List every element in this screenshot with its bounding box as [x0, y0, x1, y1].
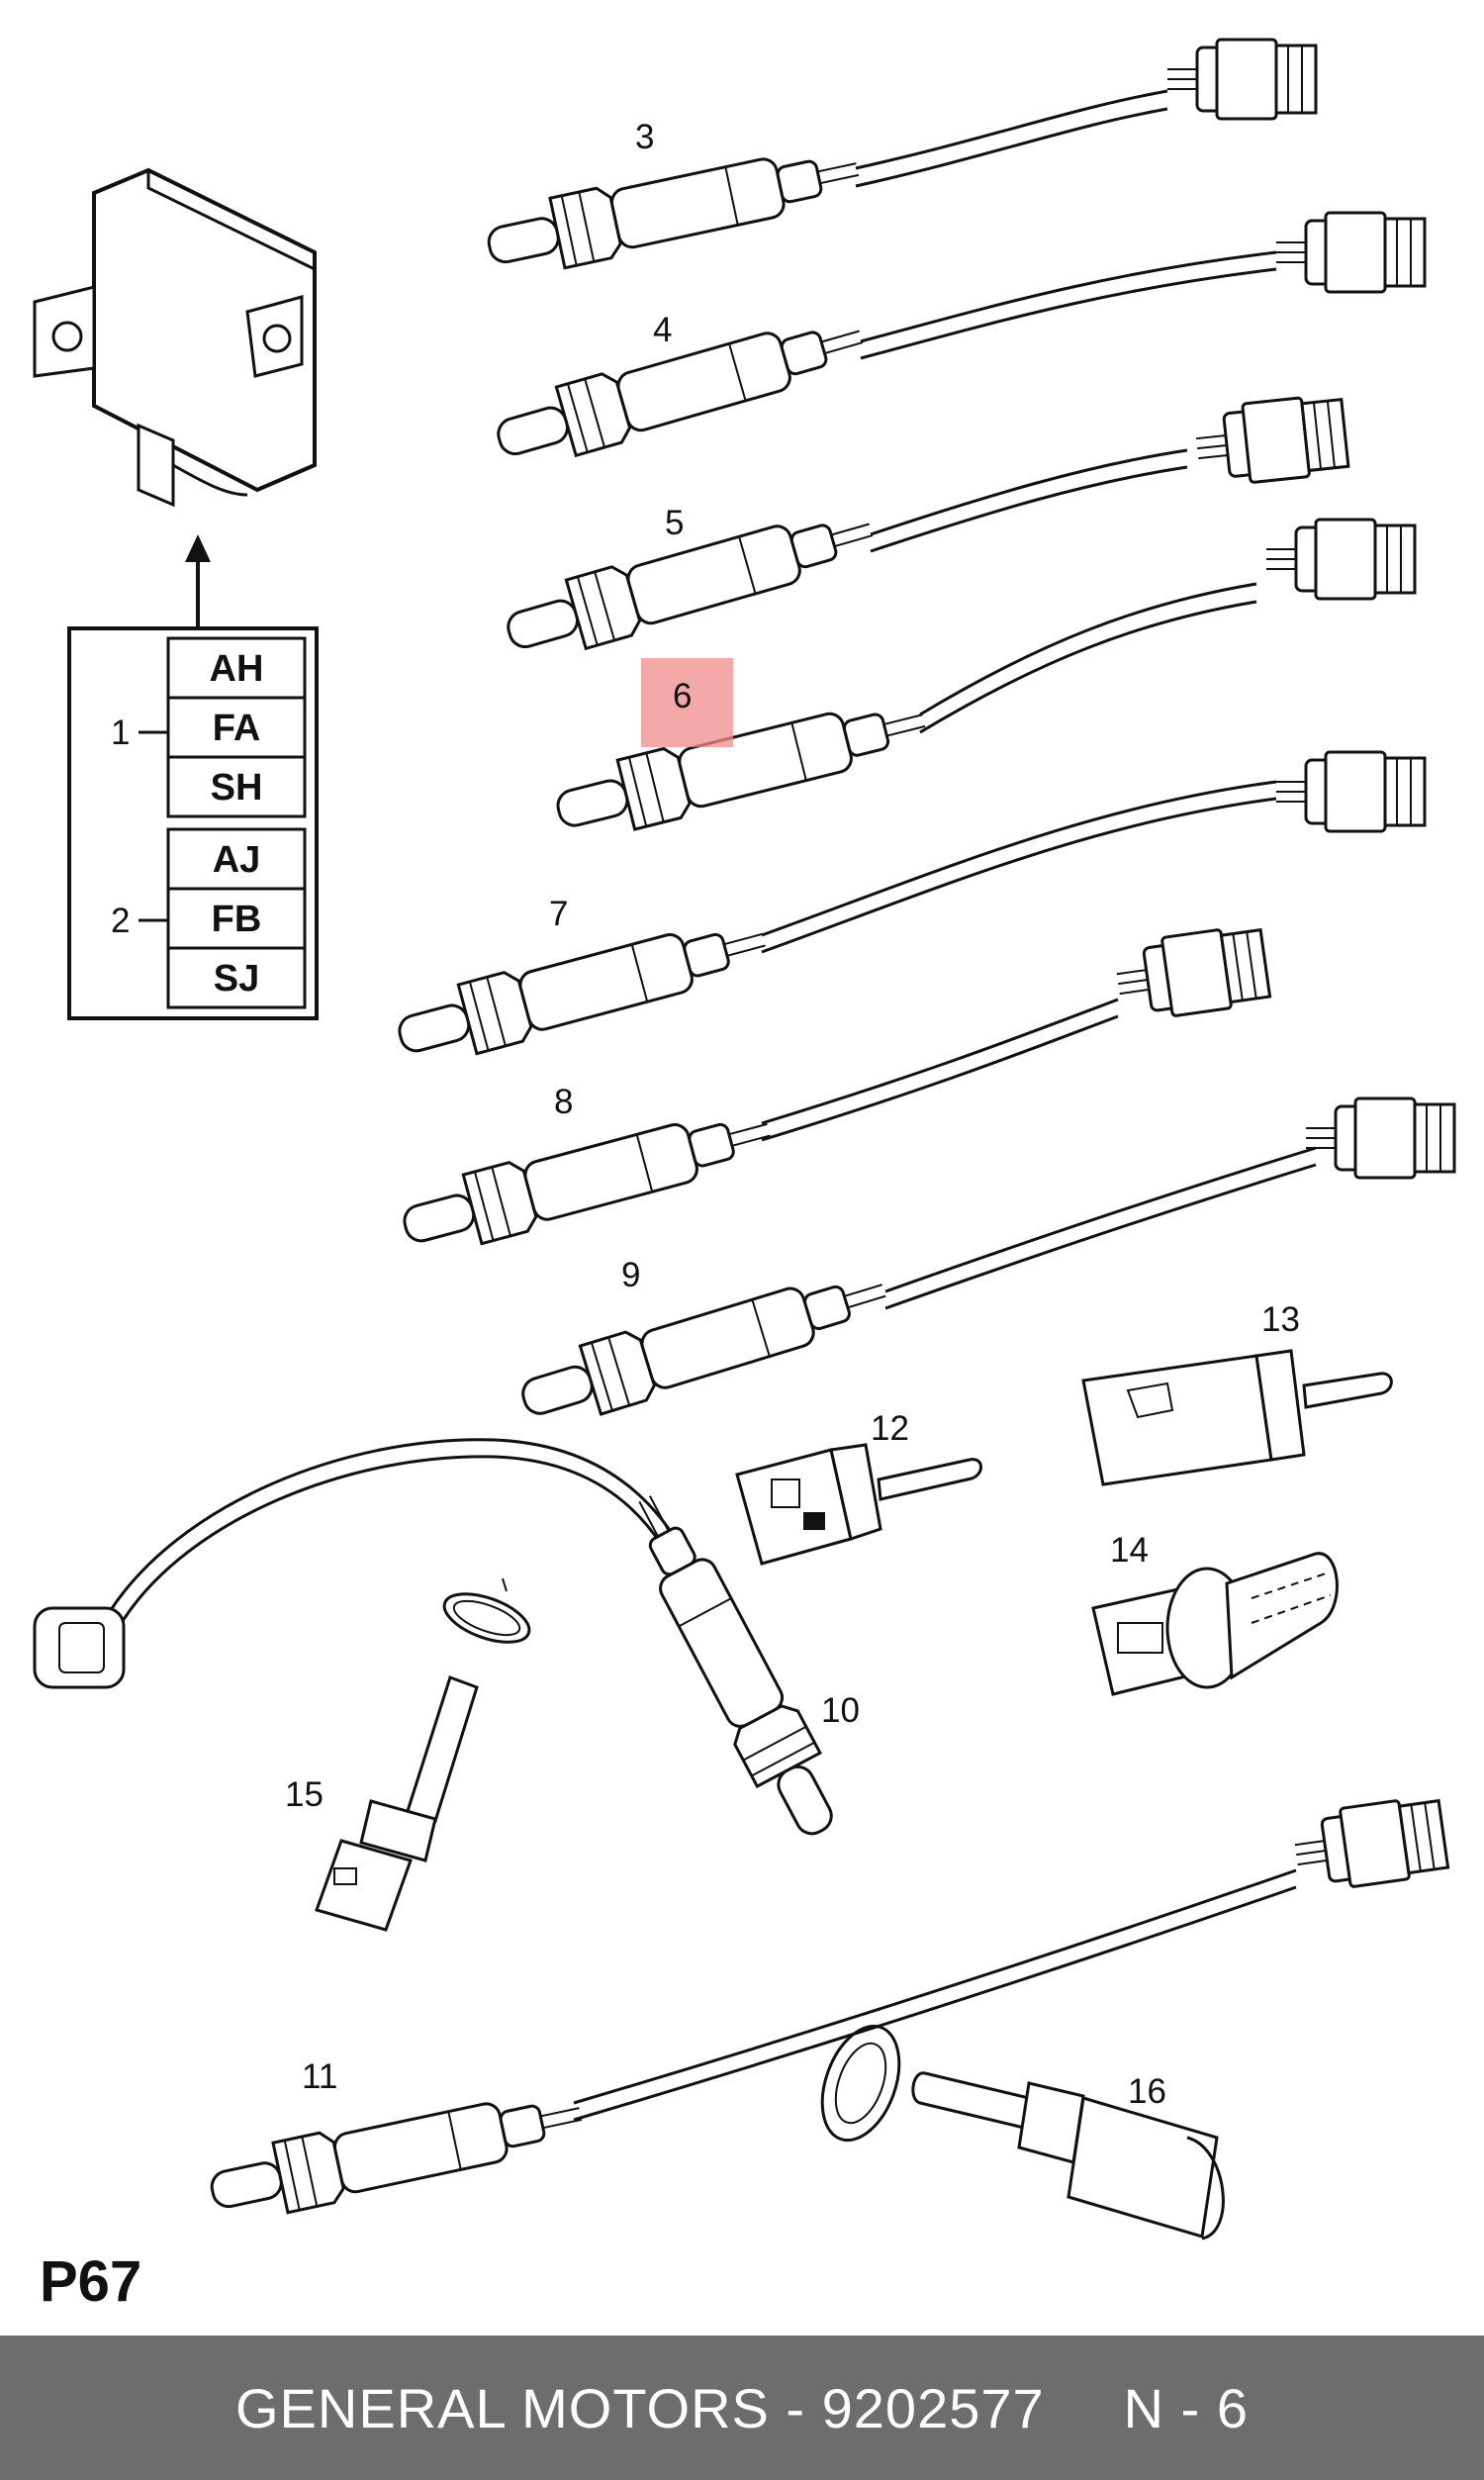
oxygen-sensor-3 [481, 38, 1318, 284]
oxygen-sensor-6 [548, 518, 1417, 848]
parts-diagram: 1 2 AH FA SH AJ FB SJ [0, 38, 1456, 2314]
callout-4: 4 [653, 311, 672, 349]
control-module [35, 170, 315, 505]
callout-13: 13 [1261, 1300, 1300, 1339]
footer-bar: GENERAL MOTORS - 9202577 N - 6 [0, 2336, 1484, 2480]
callout-11: 11 [302, 2057, 337, 2096]
callout-10: 10 [821, 1691, 860, 1730]
callout-3: 3 [635, 118, 654, 156]
callout-6: 6 [673, 677, 692, 715]
temperature-sensor-16 [808, 2016, 1224, 2239]
temperature-sensor-13 [1083, 1351, 1391, 1484]
oxygen-sensor-10 [35, 1440, 855, 1850]
group-number-2: 2 [111, 902, 130, 940]
code-cell: FA [213, 708, 261, 749]
temperature-sensor-14 [1093, 1554, 1337, 1694]
code-cell: AJ [213, 839, 261, 881]
oxygen-sensor-11 [204, 1793, 1450, 2229]
variant-code-box: 1 2 AH FA SH AJ FB SJ [67, 626, 319, 1020]
code-cell: SH [211, 767, 263, 809]
callout-16: 16 [1128, 2072, 1166, 2111]
page-code: P67 [40, 2249, 141, 2314]
callout-12: 12 [871, 1409, 909, 1448]
callout-15: 15 [285, 1775, 324, 1814]
callout-8: 8 [554, 1083, 573, 1121]
footer-separator: - [786, 2376, 806, 2439]
code-cell: SJ [214, 958, 259, 1000]
oxygen-sensor-9 [511, 1097, 1456, 1436]
code-cell: AH [210, 648, 264, 690]
temperature-sensor-12 [737, 1445, 981, 1564]
oxygen-sensor-7 [390, 750, 1427, 1074]
callout-7: 7 [549, 895, 568, 933]
callout-9: 9 [621, 1256, 640, 1294]
callout-14: 14 [1110, 1531, 1149, 1570]
oxygen-sensor-5 [498, 392, 1351, 670]
footer-reference: N - 6 [1123, 2376, 1250, 2439]
oxygen-sensor-8 [395, 922, 1272, 1264]
footer-brand: GENERAL MOTORS [234, 2376, 770, 2439]
oxygen-sensor-4 [488, 211, 1427, 477]
code-cell: FB [212, 899, 262, 940]
pointer-arrow [185, 534, 211, 628]
callout-highlight [641, 658, 733, 747]
temperature-sensor-15 [317, 1578, 535, 1930]
callout-5: 5 [665, 504, 684, 542]
group-number-1: 1 [111, 714, 130, 752]
footer-part-number: 9202577 [821, 2376, 1045, 2439]
